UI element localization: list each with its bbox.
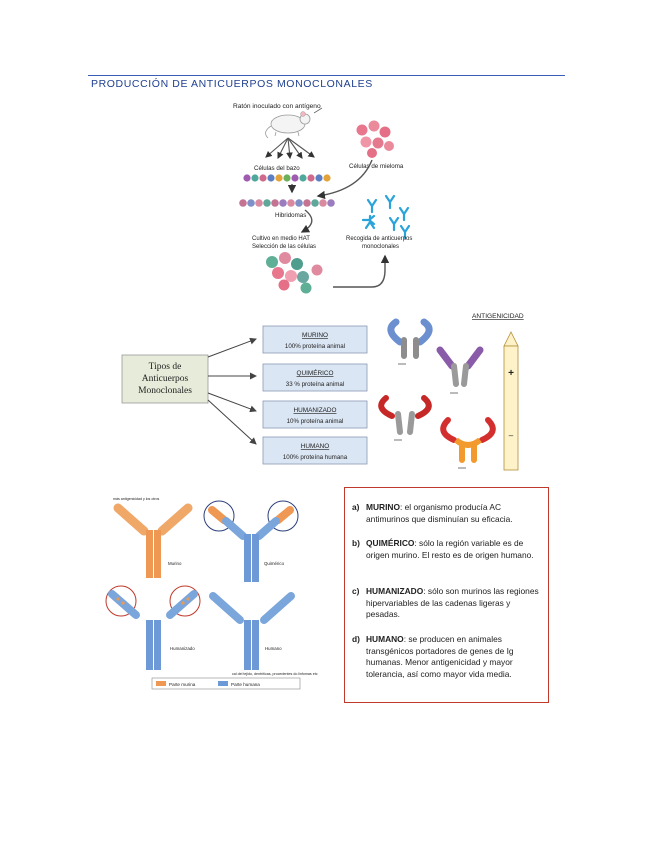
minus-sign: – [509,431,514,440]
type-desc-murino: 100% proteína animal [285,343,345,350]
types-center-line-3: Monoclonales [138,386,192,396]
antibody-human [209,592,295,670]
descriptions-box: a) MURINO: el organismo producía AC anti… [344,487,549,703]
process-diagram: Ratón inoculado con antígeno Células del… [233,103,412,294]
type-name-humanizado: HUMANIZADO [294,407,337,414]
page-title: PRODUCCIÓN DE ANTICUERPOS MONOCLONALES [91,78,373,90]
type-box-humano [262,436,368,465]
label-quimerico: Quimérico [264,561,285,566]
harvest-label-2: monoclonales [362,244,399,250]
type-name-murino: MURINO [302,332,328,339]
description-text: : el organismo producía AC antimurinos q… [366,502,513,524]
spleen-label: Células del bazo [254,165,300,172]
description-letter: a) [352,502,360,512]
header-rule [88,75,565,76]
antibody-model-human [440,417,496,469]
type-box-quimerico [262,363,368,392]
label-humano: Humano [265,646,282,651]
antibody-humanized [105,585,201,670]
types-center-box [121,354,209,404]
type-box-murino [262,325,368,354]
antigenicity-arrowhead [503,331,519,347]
description-text: : sólo son murinos las regiones hipervar… [366,586,539,620]
description-keyword: MURINO [366,502,400,512]
antibody-icons [361,194,411,240]
description-keyword: HUMANO [366,634,404,644]
harvest-label-1: Recogida de anticuerpos [346,236,412,242]
legend-human: Parte humana [231,682,260,687]
myeloma-cells [356,120,394,158]
culture-label-1: Cultivo en medio HAT [252,236,310,242]
legend-swatch-human [218,681,228,686]
plus-sign: + [508,368,514,379]
mouse-label: Ratón inoculado con antígeno [233,103,321,110]
hybridoma-label: Hibridomas [275,212,306,219]
types-diagram: Tipos de Anticuerpos Monoclonales MURINO… [121,313,524,471]
description-keyword: QUIMÉRICO [366,538,415,548]
antibody-murine [113,503,193,578]
type-desc-quimerico: 33 % proteína animal [286,381,344,388]
figure-bottom-note: cal del tejido, dentríticas, procedentes… [232,672,318,676]
label-humanizado: Humanizado [170,646,195,651]
antibody-model-humanized [378,395,432,441]
description-letter: b) [352,538,360,548]
antibody-chimeric [203,500,299,582]
description-letter: c) [352,586,360,596]
description-letter: d) [352,634,360,644]
hybridoma-cells [239,199,335,207]
legend-swatch-murine [156,681,166,686]
types-center-line-1: Tipos de [149,362,182,372]
figure-top-note: más antigenicidad y los otros [113,497,160,501]
antigenicity-label: ANTIGENICIDAD [472,313,524,320]
label-murino: Murino [168,561,182,566]
description-text: : se producen en animales transgénicos p… [366,634,514,679]
spleen-cells [243,174,331,182]
myeloma-label: Células de mieloma [349,163,404,170]
legend-murine: Parte murina [169,682,196,687]
antibody-figure: más antigenicidad y los otros Murino Qui… [105,497,318,690]
antigenicity-bar [503,345,519,471]
mouse-icon [265,107,323,139]
type-box-humanizado [262,400,368,429]
type-name-quimerico: QUIMÉRICO [297,368,334,377]
type-name-humano: HUMANO [301,443,329,450]
culture-cells [266,252,323,294]
spleen-arrows [265,137,315,160]
culture-label-2: Selección de las células [252,244,316,250]
description-text: : sólo la región variable es de origen m… [366,538,534,560]
types-center-line-2: Anticuerpos [142,374,189,384]
description-keyword: HUMANIZADO [366,586,424,596]
antibody-model-chimeric [436,346,484,394]
type-desc-humano: 100% proteína humana [283,454,348,461]
type-desc-humanizado: 10% proteína animal [287,418,344,425]
antibody-model-murine [387,318,433,365]
